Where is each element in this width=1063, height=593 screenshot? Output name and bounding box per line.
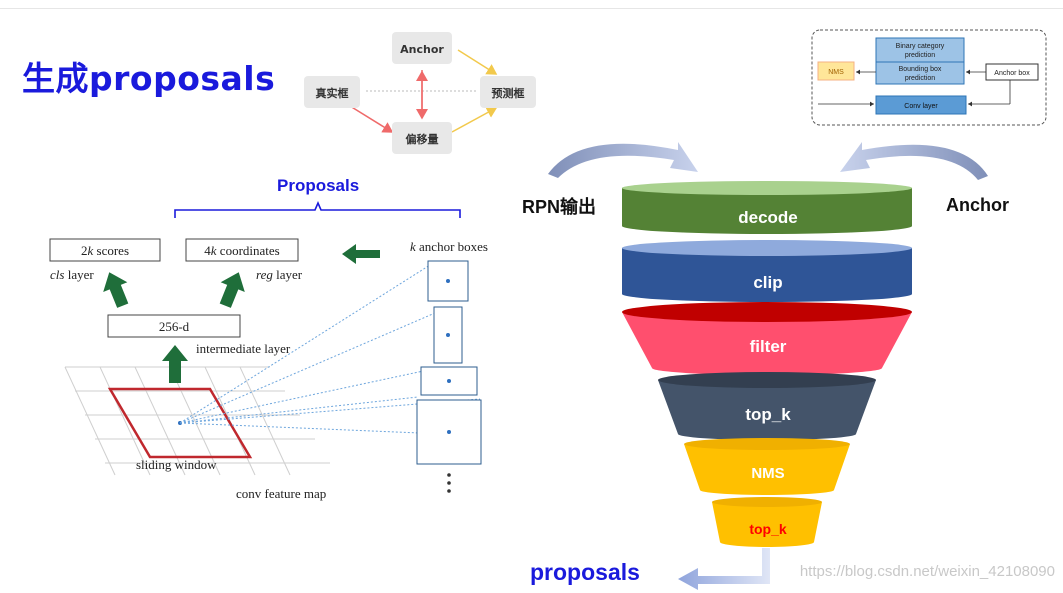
intermediate-layer-label: intermediate layer (196, 341, 291, 356)
funnel-stage-clip: clip (622, 240, 912, 302)
proposals-brace (174, 200, 461, 218)
funnel-stage-top-k: top_k (658, 372, 876, 440)
svg-text:clip: clip (753, 273, 782, 292)
processing-funnel: decode clip filter top_k NMS top_k (622, 181, 912, 547)
pred-box-label: 预测框 (492, 86, 525, 100)
svg-text:NMS: NMS (828, 69, 844, 76)
curved-arrows (548, 142, 988, 180)
anchor-node-label: Anchor (400, 43, 444, 56)
gt-box-label: 真实框 (316, 86, 349, 100)
rpn-head-diagram: Binary category prediction Bounding box … (811, 29, 1047, 126)
top-divider (0, 8, 1063, 9)
conv-feature-map-label: conv feature map (236, 486, 326, 501)
funnel-stage-decode: decode (622, 181, 912, 234)
rpn-output-label: RPN输出 (522, 197, 597, 217)
sliding-window-label: sliding window (136, 457, 217, 472)
offset-node (392, 122, 452, 154)
cls-layer-label: cls layer (50, 267, 94, 282)
projection-lines (179, 264, 481, 434)
svg-text:decode: decode (738, 208, 798, 227)
green-arrows (103, 244, 380, 383)
intermediate-box-label: 256-d (159, 319, 190, 334)
svg-text:prediction: prediction (905, 75, 935, 82)
scores-box (49, 238, 161, 262)
pred-box-node (480, 76, 536, 108)
svg-text:Anchor box: Anchor box (994, 70, 1030, 77)
coordinates-text: 4k coordinates (204, 243, 279, 258)
binary-category-box (875, 37, 965, 63)
anchor-arrow (840, 142, 988, 180)
output-proposals-label: proposals (530, 559, 640, 585)
funnel-stage-filter: filter (622, 302, 912, 375)
svg-text:prediction: prediction (905, 52, 935, 59)
svg-text:Binary category: Binary category (896, 43, 945, 50)
anchor-label: Anchor (946, 195, 1009, 215)
anchor-offset-diagram: Anchor 真实框 预测框 偏移量 (304, 32, 536, 154)
more-anchors-ellipsis (447, 473, 451, 493)
svg-text:filter: filter (750, 337, 787, 356)
sliding-window-box (107, 387, 253, 459)
page-title: 生成proposals (22, 59, 276, 98)
nms-box (817, 61, 855, 81)
svg-text:Conv layer: Conv layer (904, 103, 938, 110)
coordinates-box (185, 238, 299, 262)
output-arrow (678, 548, 770, 590)
reg-layer-label: reg layer (256, 267, 303, 282)
funnel-stage-nms: NMS (684, 438, 850, 495)
anchor-node (392, 32, 452, 64)
bbox-prediction-box (875, 61, 965, 85)
rpn-output-arrow (548, 142, 698, 178)
funnel-stage-top-k-final: top_k (712, 497, 822, 547)
scores-text: 2k scores (81, 243, 129, 258)
rpn-figure: 2k scores 4k coordinates cls layer reg l… (49, 238, 488, 501)
svg-text:NMS: NMS (751, 465, 784, 482)
anchor-boxes-label: k anchor boxes (410, 239, 488, 254)
offset-label: 偏移量 (406, 132, 439, 146)
proposals-header: Proposals (277, 176, 360, 195)
watermark: https://blog.csdn.net/weixin_42108090 (799, 563, 1055, 580)
svg-text:Bounding box: Bounding box (899, 66, 942, 73)
svg-text:top_k: top_k (745, 405, 791, 424)
svg-text:top_k: top_k (749, 521, 787, 537)
conv-layer-box (875, 95, 967, 115)
intermediate-box (107, 314, 241, 338)
gt-box-node (304, 76, 360, 108)
